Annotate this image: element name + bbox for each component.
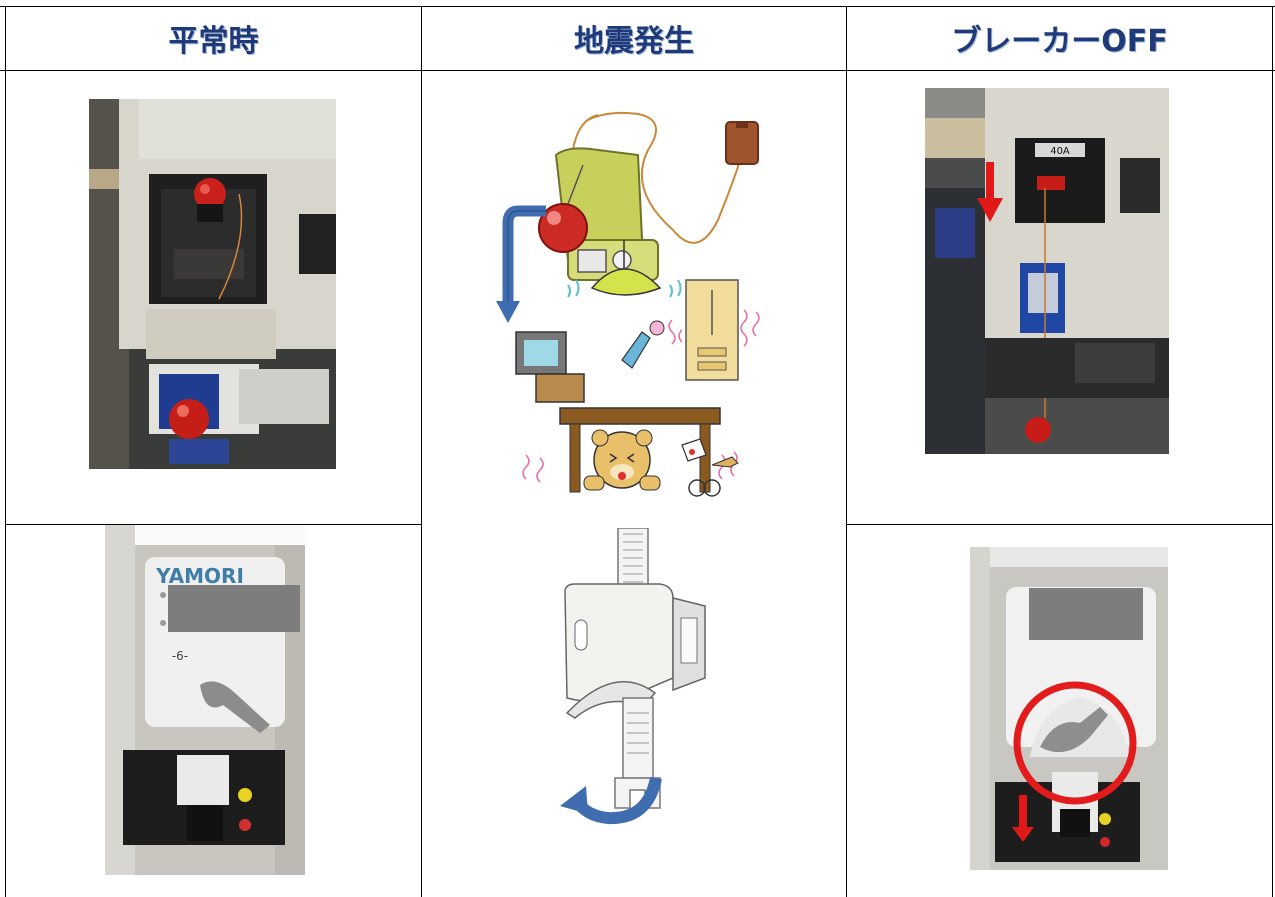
yamori-mark-text: -6- <box>172 649 188 663</box>
header-earthquake: 地震発生 <box>574 24 694 59</box>
table-col-divider-1 <box>421 6 422 897</box>
table-header-divider <box>0 70 1275 71</box>
arrow-rotate-curve <box>560 776 662 825</box>
header-breaker-off: ブレーカーOFF <box>951 24 1168 59</box>
table-col-divider-2 <box>846 6 847 897</box>
illustration-earthquake-room <box>512 240 772 505</box>
photo-normal-yamori: YAMORI -6- <box>105 525 305 875</box>
table-left-border <box>5 6 6 897</box>
arrow-down-curve <box>496 205 546 323</box>
table-right-border <box>1272 6 1273 897</box>
photo-normal-breaker-ball <box>89 99 336 469</box>
row-divider-left <box>5 524 422 525</box>
header-normal: 平常時 <box>168 24 259 59</box>
breaker-rating-label: 40A <box>1050 146 1070 157</box>
photo-breaker-off-ball: 40A <box>925 88 1169 454</box>
table-top-border <box>0 6 1275 7</box>
yamori-brand-text: YAMORI <box>155 564 244 588</box>
row-divider-right <box>846 524 1273 525</box>
photo-breaker-off-yamori <box>970 547 1168 870</box>
